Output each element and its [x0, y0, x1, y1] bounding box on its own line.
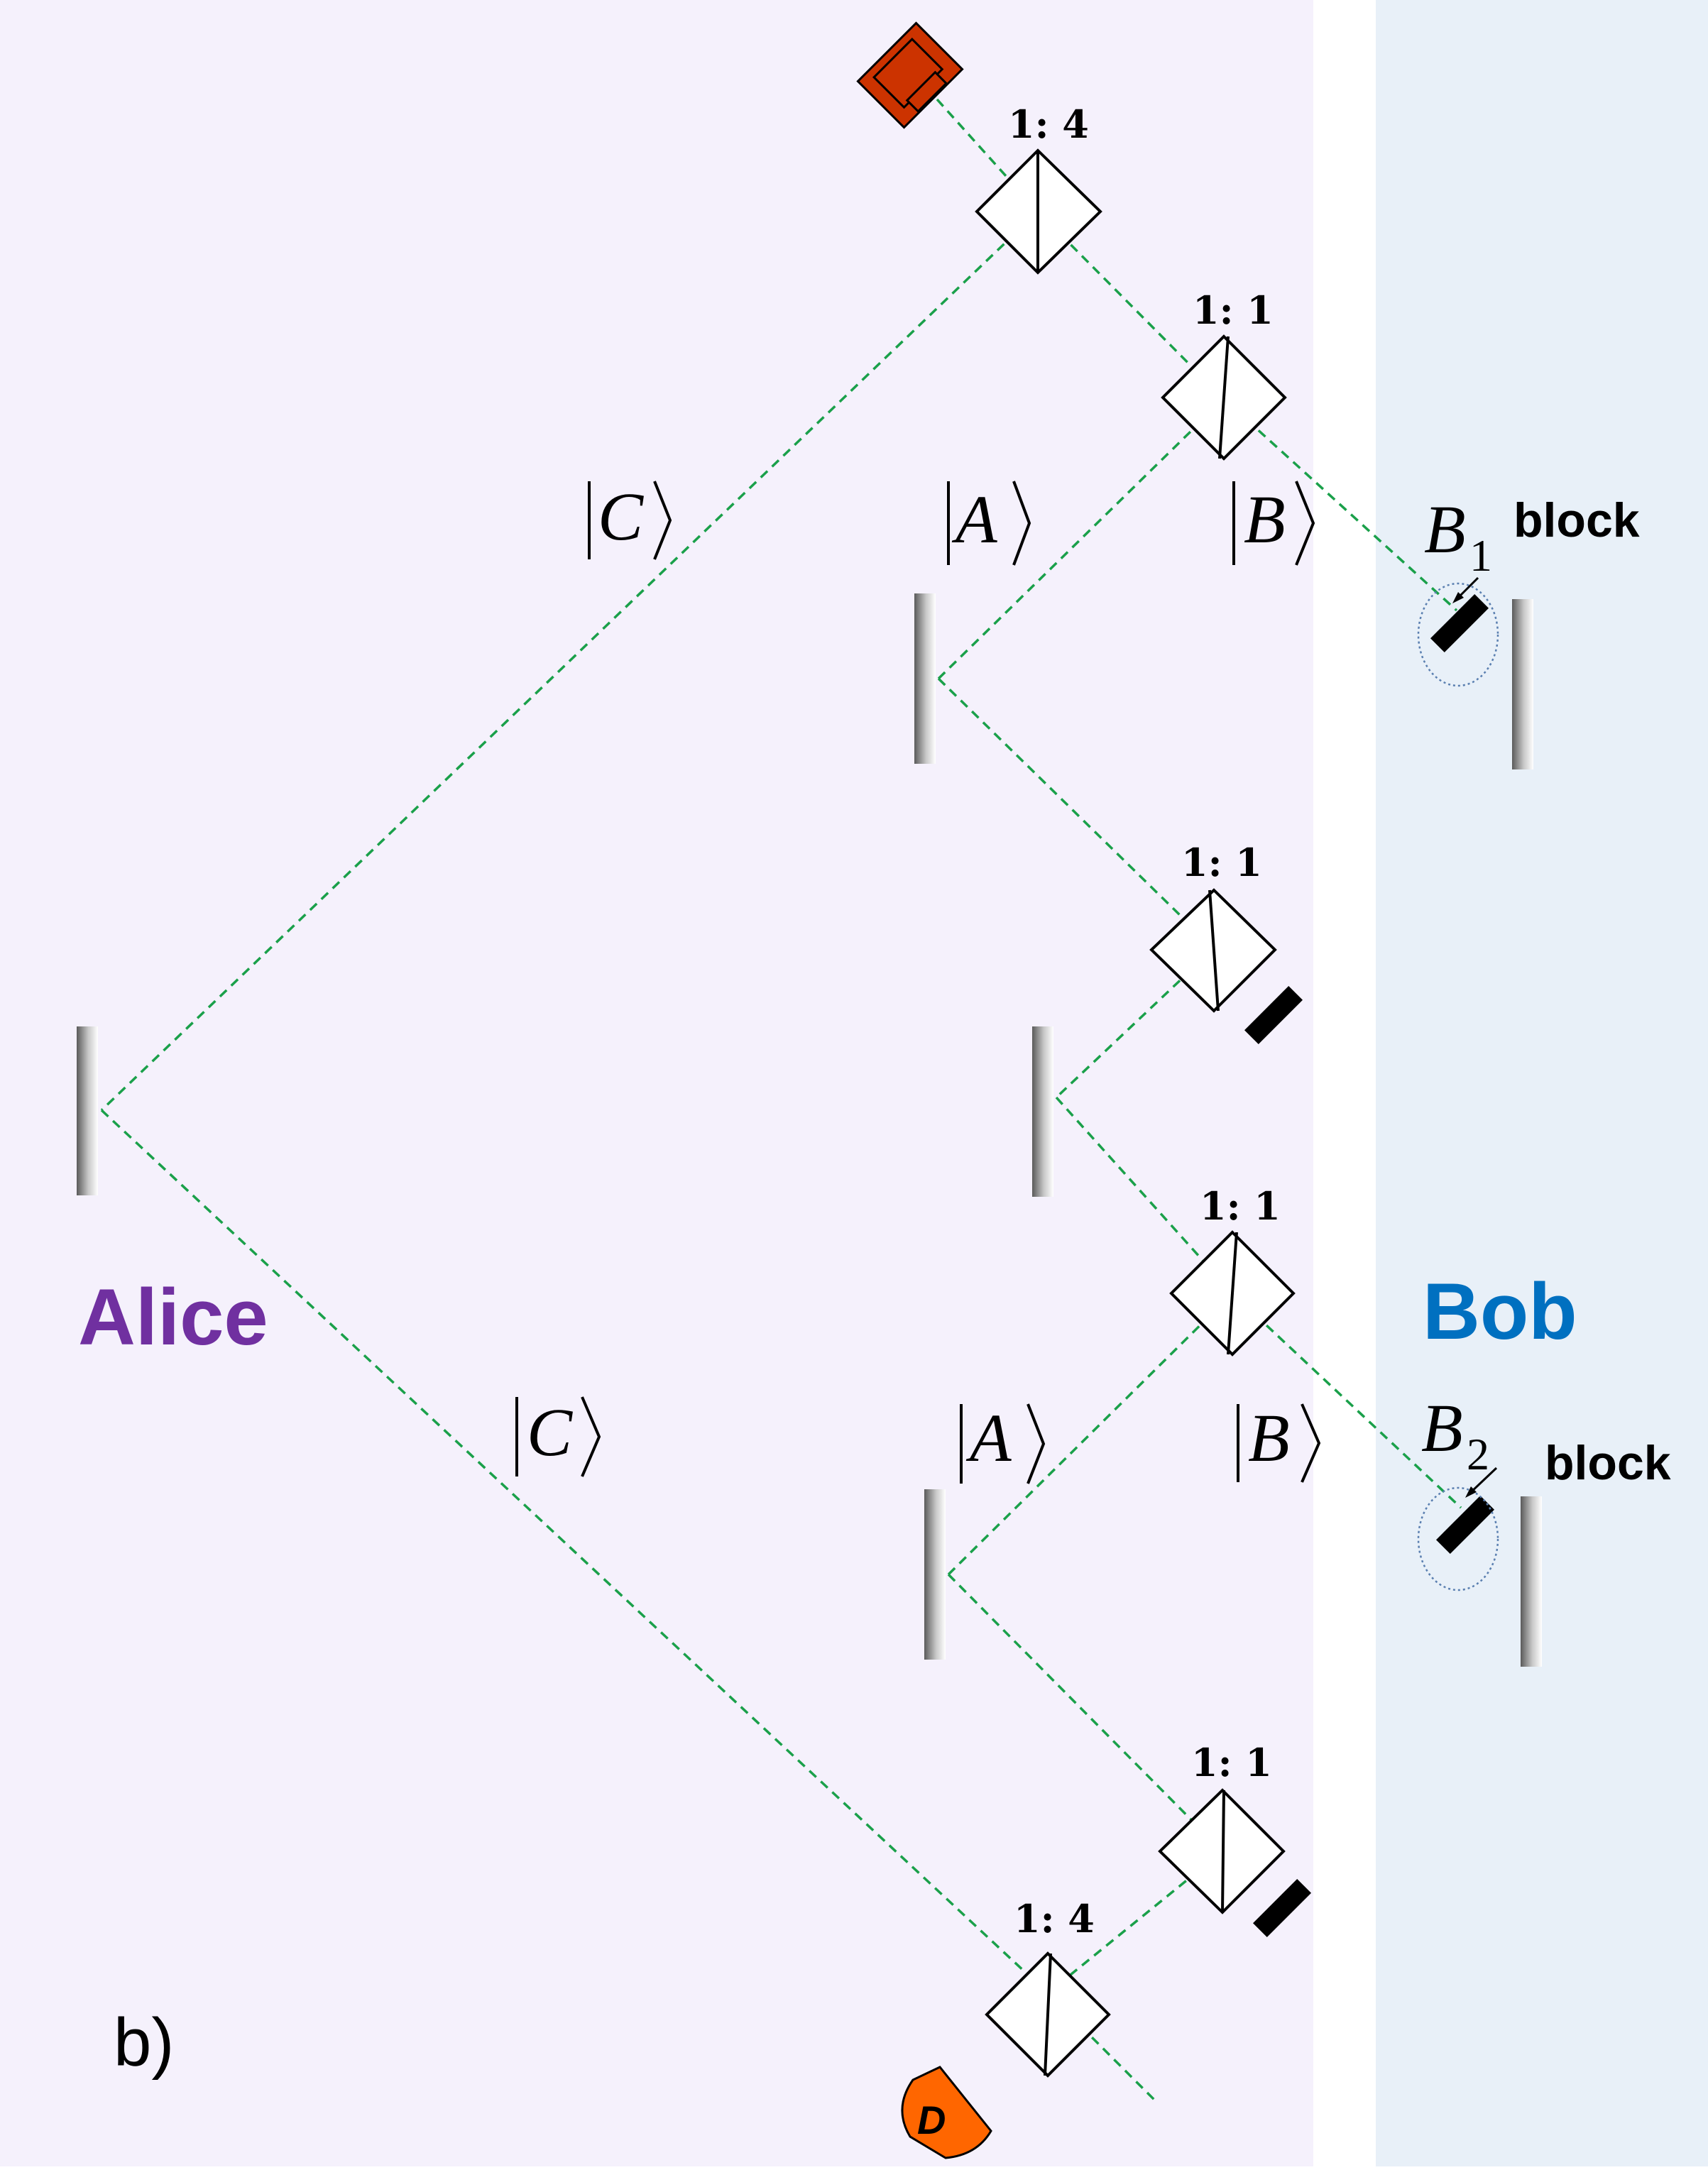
- b2-arrow: [1465, 1467, 1498, 1498]
- beam-block-b2: [1435, 1495, 1495, 1555]
- beam-mirror-c-to-bs2: [100, 1109, 1049, 1995]
- beamsplitter-bottom: 1: 4: [985, 1896, 1111, 2078]
- beam-bs-b2-to-mirror-a2: [947, 1292, 1234, 1576]
- beam-mirror-a-to-bs-a: [937, 677, 1215, 950]
- b1-subscript: 1: [1469, 530, 1492, 581]
- svg-text:C: C: [598, 478, 644, 554]
- ket-b-bottom: B: [1237, 1400, 1321, 1483]
- beamsplitter-top: 1: 4: [975, 102, 1102, 275]
- ratio-label-b-top: 1: 1: [1193, 287, 1274, 333]
- beam-bs1-to-mirror-c: [100, 210, 1039, 1112]
- ket-b-top: B: [1232, 481, 1315, 566]
- ket-c-top: C: [588, 478, 672, 560]
- b1-highlight-ellipse: [1417, 582, 1499, 687]
- bob-label: Bob: [1423, 1267, 1577, 1356]
- mirror-middle: [1032, 1026, 1053, 1197]
- b1-block-label: block: [1513, 493, 1640, 547]
- svg-text:B: B: [1248, 1400, 1290, 1476]
- b2-subscript: 2: [1467, 1429, 1489, 1479]
- beamsplitter-a-bottom: 1: 1: [1158, 1740, 1286, 1914]
- mirror-a-bottom: [924, 1489, 946, 1660]
- svg-text:A: A: [951, 481, 997, 557]
- ratio-label-b-bottom: 1: 1: [1200, 1183, 1281, 1229]
- beamsplitter-a-top: 1: 1: [1149, 840, 1277, 1013]
- detector-label: D: [917, 2098, 946, 2142]
- mirror-bob-top: [1512, 599, 1533, 769]
- mirror-bob-bottom: [1521, 1496, 1542, 1667]
- svg-text:C: C: [527, 1394, 573, 1470]
- bob-region: [1376, 0, 1708, 2166]
- beam-bs-b-to-b1: [1222, 398, 1458, 612]
- ket-a-bottom: A: [960, 1400, 1046, 1484]
- ket-c-bottom: C: [515, 1394, 601, 1477]
- b1-name: B: [1424, 491, 1466, 567]
- b2-highlight-ellipse: [1417, 1486, 1499, 1591]
- ratio-label-bottom: 1: 4: [1014, 1896, 1095, 1941]
- b2-name: B: [1421, 1390, 1463, 1466]
- gap-region: [1313, 0, 1376, 2166]
- b1-label: B 1 block: [1424, 491, 1640, 581]
- beamsplitter-b-top: 1: 1: [1161, 287, 1287, 461]
- mirror-a-top: [914, 593, 936, 764]
- svg-text:B: B: [1244, 481, 1286, 557]
- beam-bs-b2-to-b2: [1231, 1292, 1462, 1509]
- ratio-label-a-top: 1: 1: [1181, 840, 1262, 885]
- panel-label: b): [114, 2005, 174, 2081]
- ratio-label-top: 1: 4: [1008, 102, 1089, 147]
- mirror-c: [77, 1026, 98, 1195]
- b1-arrow: [1452, 576, 1479, 603]
- b2-label: B 2 block: [1421, 1390, 1671, 1490]
- beam-mirror-a2-to-bs-a2: [947, 1573, 1224, 1853]
- laser-source: [856, 21, 964, 129]
- ratio-label-a-bottom: 1: 1: [1191, 1740, 1272, 1785]
- beam-block-b1: [1430, 593, 1489, 653]
- beamsplitter-b-bottom: 1: 1: [1169, 1183, 1296, 1357]
- detector-d: D: [901, 2066, 992, 2159]
- svg-text:A: A: [965, 1400, 1012, 1476]
- beam-bs-b-to-mirror-a: [937, 398, 1225, 680]
- beam-block-a-top: [1244, 985, 1303, 1045]
- alice-region: [0, 0, 1313, 2166]
- ket-a-top: A: [947, 481, 1031, 566]
- beam-bs2-to-exit: [1046, 1992, 1159, 2104]
- alice-label: Alice: [78, 1273, 268, 1361]
- beam-block-a-bottom: [1252, 1878, 1312, 1938]
- b2-block-label: block: [1545, 1436, 1671, 1490]
